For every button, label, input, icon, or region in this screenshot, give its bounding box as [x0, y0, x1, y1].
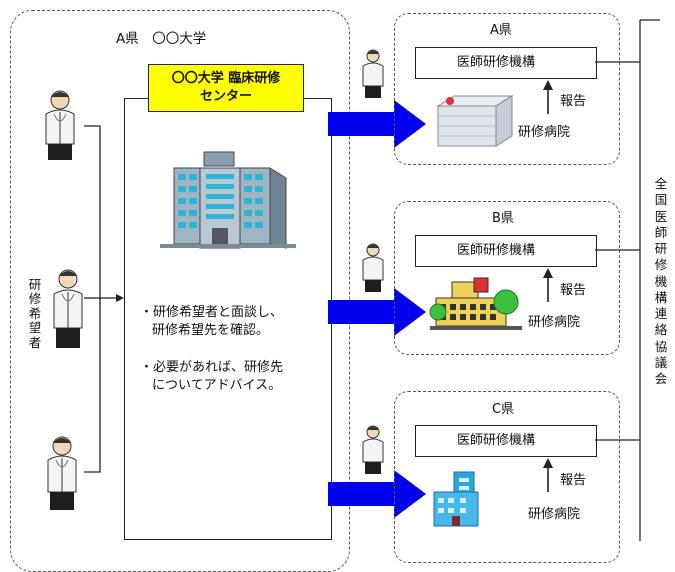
training-center-title-line2: センター	[199, 89, 252, 104]
prefecture-b-org-name: 医師研修機構	[457, 243, 536, 258]
prefecture-b-region	[394, 201, 620, 355]
prefecture-c-label: C県	[492, 402, 515, 417]
trainee-doctor-icon	[362, 49, 384, 98]
bullet-2-line-1: ・必要があれば、研修先	[140, 360, 284, 375]
council-label: 全国医師研修機構連絡協議会	[654, 176, 668, 386]
prefecture-c-org-box	[415, 425, 597, 457]
arrow-to-c-prefecture	[328, 470, 426, 518]
report-arrow-icon	[543, 80, 553, 114]
applicant-doctor-icon	[53, 269, 83, 348]
applicants-label: 研修希望者	[28, 277, 42, 350]
prefecture-a-org-box	[415, 47, 597, 79]
prefecture-a-hospital-label: 研修病院	[518, 125, 571, 140]
hospital-building-icon	[436, 95, 514, 147]
applicants-connector	[84, 125, 124, 473]
prefecture-a-report-label: 報告	[560, 94, 587, 109]
prefecture-b-org-box	[415, 235, 597, 267]
prefecture-a-region	[394, 13, 620, 165]
prefecture-b-hospital-label: 研修病院	[528, 315, 581, 330]
hospital-building-icon	[429, 277, 522, 330]
prefecture-b-report-label: 報告	[560, 283, 587, 298]
trainee-doctor-icon	[362, 243, 384, 292]
training-center-title-line1: 〇〇大学 臨床研修	[171, 71, 281, 86]
report-arrow-icon	[543, 458, 553, 492]
prefecture-c-org-name: 医師研修機構	[457, 433, 536, 448]
applicant-doctor-icon	[47, 436, 77, 510]
applicant-doctor-icon	[45, 90, 75, 160]
bullet-1-line-1: ・研修希望者と面談し、	[140, 305, 284, 320]
university-region-label: A県 〇〇大学	[116, 31, 207, 47]
arrow-to-b-prefecture	[328, 288, 426, 336]
prefecture-c-report-label: 報告	[560, 473, 587, 488]
prefecture-a-org-name: 医師研修機構	[457, 55, 536, 70]
hospital-building-icon	[433, 471, 479, 527]
training-center-title: 〇〇大学 臨床研修 センター	[148, 64, 304, 112]
prefecture-b-label: B県	[492, 211, 514, 226]
arrow-to-a-prefecture	[328, 100, 426, 148]
university-building-icon	[160, 151, 296, 249]
bullet-1-line-2: 研修希望先を確認。	[152, 323, 270, 338]
council-connector	[595, 19, 660, 541]
prefecture-c-hospital-label: 研修病院	[528, 507, 581, 522]
council-label-bg	[650, 175, 672, 400]
trainee-doctor-icon	[362, 425, 384, 474]
report-arrow-icon	[543, 268, 553, 302]
bullet-2-line-2: についてアドバイス。	[152, 378, 282, 393]
prefecture-a-label: A県	[490, 23, 512, 38]
